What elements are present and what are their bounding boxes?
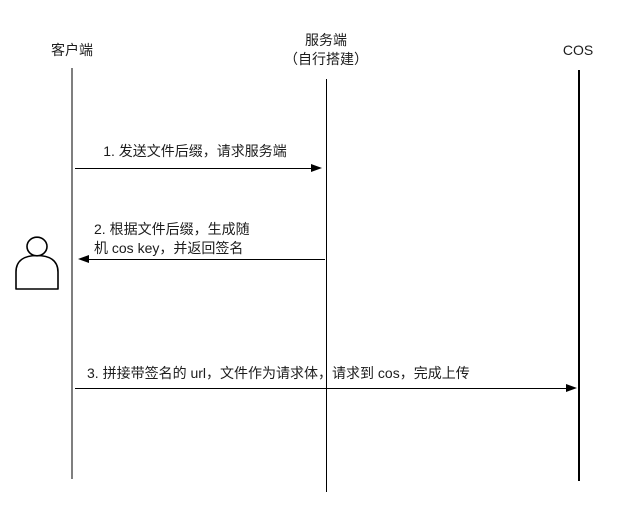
- participant-label-server-line1: 服务端: [305, 32, 347, 48]
- lifeline-client: [71, 68, 73, 479]
- message-1-label: 1. 发送文件后缀，请求服务端: [103, 143, 287, 159]
- participant-label-server: 服务端 （自行搭建）: [246, 31, 406, 69]
- message-1-arrow-line: [75, 168, 312, 169]
- user-actor-head: [26, 236, 48, 257]
- message-2-label: 2. 根据文件后缀，生成随 机 cos key，并返回签名: [94, 220, 250, 258]
- message-3-arrowhead-right-icon: [566, 384, 577, 393]
- user-actor-body: [15, 254, 59, 290]
- participant-label-cos: COS: [562, 42, 594, 58]
- message-3-label: 3. 拼接带签名的 url，文件作为请求体，请求到 cos，完成上传: [87, 365, 470, 381]
- message-3-arrow-line: [75, 388, 566, 389]
- lifeline-server: [326, 79, 327, 492]
- message-1-arrowhead-right-icon: [311, 164, 322, 173]
- participant-label-client: 客户端: [51, 42, 93, 58]
- lifeline-cos: [578, 70, 580, 481]
- message-2-arrow-line: [88, 259, 325, 260]
- participant-label-server-line2: （自行搭建）: [284, 51, 368, 67]
- message-2-arrowhead-left-icon: [78, 255, 89, 264]
- message-2-label-line2: 机 cos key，并返回签名: [94, 240, 244, 256]
- user-actor-icon: [15, 236, 59, 290]
- message-2-label-line1: 2. 根据文件后缀，生成随: [94, 221, 250, 237]
